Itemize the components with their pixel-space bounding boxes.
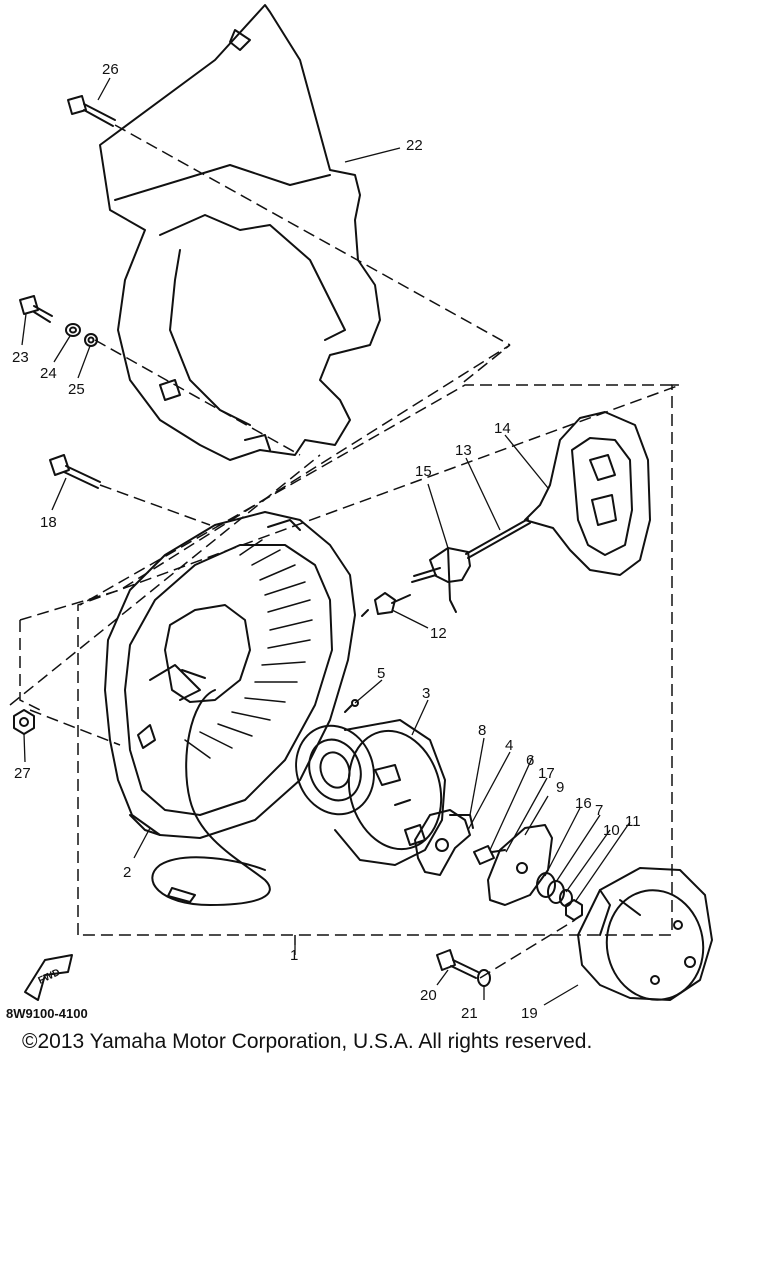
callout-26: 26	[102, 61, 119, 78]
nut-11-part	[565, 899, 583, 921]
callout-4: 4	[505, 737, 513, 754]
spring-5-part	[344, 699, 359, 713]
leader-lines	[21, 77, 631, 1006]
callout-labels: 26 22 23 24 25 18 15 13 14 12 27 5 3 8 4…	[12, 61, 641, 1022]
diagram-code: 8W9100-4100	[6, 1006, 88, 1021]
rope-13-part	[465, 518, 531, 559]
callout-3: 3	[422, 685, 430, 702]
callout-8: 8	[478, 722, 486, 739]
bolt-6-part	[473, 845, 506, 865]
bolt-20-part	[436, 949, 479, 979]
spring-16-part	[536, 872, 556, 898]
callout-25: 25	[68, 381, 85, 398]
pulley-19-part	[577, 867, 713, 1001]
starter-case-part	[104, 511, 356, 906]
nut-27-part	[13, 709, 35, 735]
washer-24-part	[65, 323, 81, 337]
callout-5: 5	[377, 665, 385, 682]
callout-19: 19	[521, 1005, 538, 1022]
bracket-15-part	[411, 547, 471, 613]
callout-21: 21	[461, 1005, 478, 1022]
callout-1: 1	[290, 947, 298, 964]
callout-2: 2	[123, 864, 131, 881]
bolt-18-part	[49, 454, 101, 489]
callout-17: 17	[538, 765, 555, 782]
fwd-arrow-icon	[24, 954, 73, 1001]
callout-24: 24	[40, 365, 57, 382]
callout-10: 10	[603, 822, 620, 839]
bolt-23-part	[19, 295, 53, 323]
rope-guide-12-part	[361, 592, 411, 617]
callout-16: 16	[575, 795, 592, 812]
sheave-drum-3-part	[295, 719, 446, 866]
fwd-label: FWD	[37, 967, 62, 987]
callout-6: 6	[526, 752, 534, 769]
bolt-26-part	[67, 95, 116, 127]
callout-9: 9	[556, 779, 564, 796]
shroud-cover-part	[99, 4, 381, 461]
callout-23: 23	[12, 349, 29, 366]
callout-20: 20	[420, 987, 437, 1004]
handle-14-part	[524, 411, 651, 576]
assembly-outline	[9, 124, 681, 979]
callout-12: 12	[430, 625, 447, 642]
callout-18: 18	[40, 514, 57, 531]
plate-9-part	[487, 824, 553, 906]
callout-22: 22	[406, 137, 423, 154]
callout-11: 11	[625, 813, 641, 830]
copyright-notice: ©2013 Yamaha Motor Corporation, U.S.A. A…	[22, 1030, 593, 1053]
callout-13: 13	[455, 442, 472, 459]
washer-25-part	[84, 333, 98, 347]
callout-7: 7	[595, 802, 603, 819]
callout-14: 14	[494, 420, 511, 437]
callout-15: 15	[415, 463, 432, 480]
callout-27: 27	[14, 765, 31, 782]
